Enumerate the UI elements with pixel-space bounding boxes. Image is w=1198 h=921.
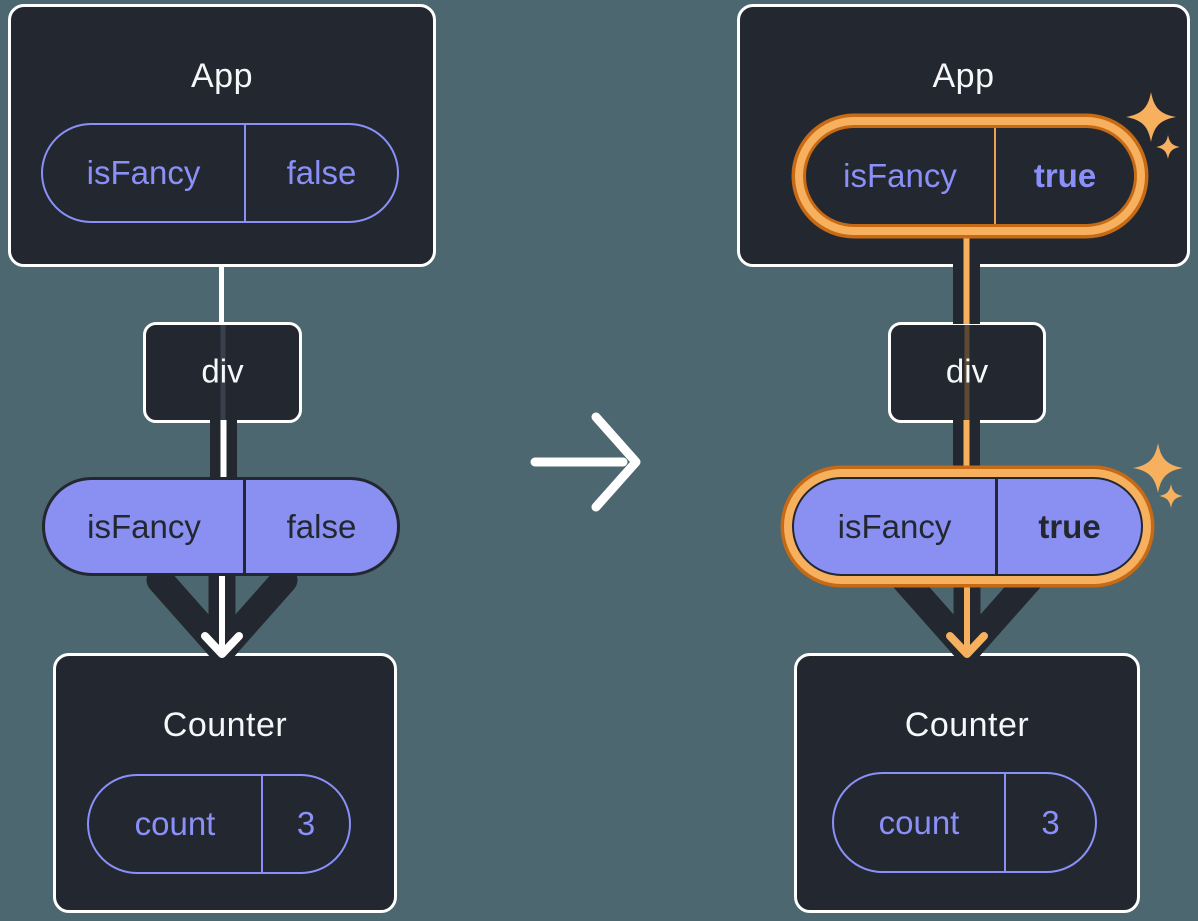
arrow-to-counter-right xyxy=(891,566,1043,664)
passed-prop-pill-left: isFancy false xyxy=(42,477,400,576)
app-prop-pill-right-highlighted: isFancy true xyxy=(803,125,1137,227)
prop-value: true xyxy=(1038,507,1101,545)
div-label: div xyxy=(201,351,244,389)
state-name: count xyxy=(834,774,1006,871)
passed-prop-pill-right-highlighted: isFancy true xyxy=(792,477,1143,576)
app-title: App xyxy=(191,57,253,95)
connector-app-to-div-right xyxy=(953,238,980,324)
counter-state-pill-right: count 3 xyxy=(832,772,1097,873)
arrow-to-counter-left xyxy=(146,566,298,664)
sparkle-icon xyxy=(1126,92,1180,159)
counter-title: Counter xyxy=(162,706,288,744)
transition-arrow-icon xyxy=(530,412,641,512)
pass-through-line xyxy=(964,325,970,420)
pass-through-line xyxy=(220,325,225,420)
prop-name: isFancy xyxy=(45,480,246,573)
connector-div-to-prop-left xyxy=(210,420,237,478)
prop-name: isFancy xyxy=(806,128,996,224)
prop-value: false xyxy=(286,154,357,191)
connector-div-to-prop-right xyxy=(953,420,980,472)
prop-value: false xyxy=(286,507,357,545)
prop-name: isFancy xyxy=(43,125,246,221)
state-value: 3 xyxy=(1041,803,1060,841)
counter-card-right: Counter count 3 xyxy=(794,653,1140,913)
prop-name: isFancy xyxy=(794,479,998,574)
sparkle-icon xyxy=(1133,443,1183,508)
state-name: count xyxy=(89,776,263,872)
counter-title: Counter xyxy=(904,706,1030,744)
prop-value: true xyxy=(1033,157,1097,194)
connector-app-to-div-left xyxy=(219,265,224,323)
app-title: App xyxy=(932,57,995,95)
div-node-left: div xyxy=(143,322,302,423)
app-card-left: App isFancy false xyxy=(8,4,436,267)
counter-state-pill-left: count 3 xyxy=(87,774,351,874)
app-card-right: App isFancy true xyxy=(737,4,1190,267)
state-value: 3 xyxy=(296,805,316,842)
div-node-right: div xyxy=(888,322,1046,423)
app-prop-pill-left: isFancy false xyxy=(41,123,399,223)
counter-card-left: Counter count 3 xyxy=(53,653,397,913)
div-label: div xyxy=(945,351,989,389)
